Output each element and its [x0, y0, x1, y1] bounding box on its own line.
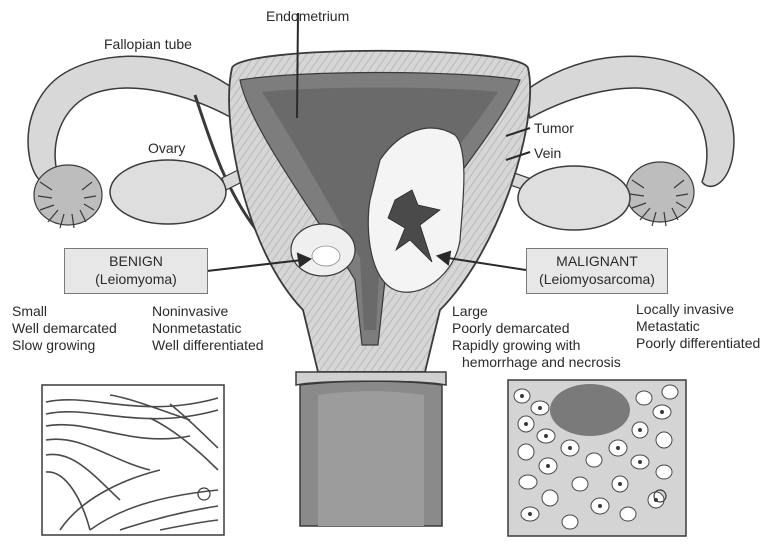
benign-subtitle: (Leiomyoma) [65, 270, 207, 288]
benign-histology [42, 385, 224, 535]
label-ovary: Ovary [148, 140, 185, 157]
feature-item: Large [452, 303, 621, 320]
feature-item: Small [12, 303, 117, 320]
malignant-label-box: MALIGNANT (Leiomyosarcoma) [526, 248, 668, 294]
cervix [296, 372, 446, 526]
benign-title: BENIGN [65, 252, 207, 270]
right-fimbriae [626, 162, 694, 226]
malignant-features-col1: Large Poorly demarcated Rapidly growing … [452, 303, 621, 371]
malignant-histology [508, 380, 686, 536]
benign-features-col2: Noninvasive Nonmetastatic Well different… [152, 303, 264, 354]
feature-item: Well differentiated [152, 337, 264, 354]
label-tumor: Tumor [534, 120, 574, 137]
left-fimbriae [34, 165, 102, 228]
feature-item: Locally invasive [636, 301, 760, 318]
benign-tumor [291, 224, 355, 276]
malignant-features-col2: Locally invasive Metastatic Poorly diffe… [636, 301, 760, 352]
malignant-subtitle: (Leiomyosarcoma) [527, 270, 667, 288]
feature-item: hemorrhage and necrosis [452, 354, 621, 371]
right-ovary [518, 166, 630, 230]
feature-item: Nonmetastatic [152, 320, 264, 337]
benign-features-col1: Small Well demarcated Slow growing [12, 303, 117, 354]
feature-item: Poorly demarcated [452, 320, 621, 337]
label-fallopian-tube: Fallopian tube [104, 36, 192, 53]
left-ovary [110, 160, 226, 224]
label-endometrium: Endometrium [266, 8, 349, 25]
benign-label-box: BENIGN (Leiomyoma) [64, 248, 208, 294]
feature-item: Metastatic [636, 318, 760, 335]
label-vein: Vein [534, 145, 561, 162]
feature-item: Rapidly growing with [452, 337, 621, 354]
feature-item: Well demarcated [12, 320, 117, 337]
feature-item: Noninvasive [152, 303, 264, 320]
malignant-title: MALIGNANT [527, 252, 667, 270]
feature-item: Poorly differentiated [636, 335, 760, 352]
feature-item: Slow growing [12, 337, 117, 354]
